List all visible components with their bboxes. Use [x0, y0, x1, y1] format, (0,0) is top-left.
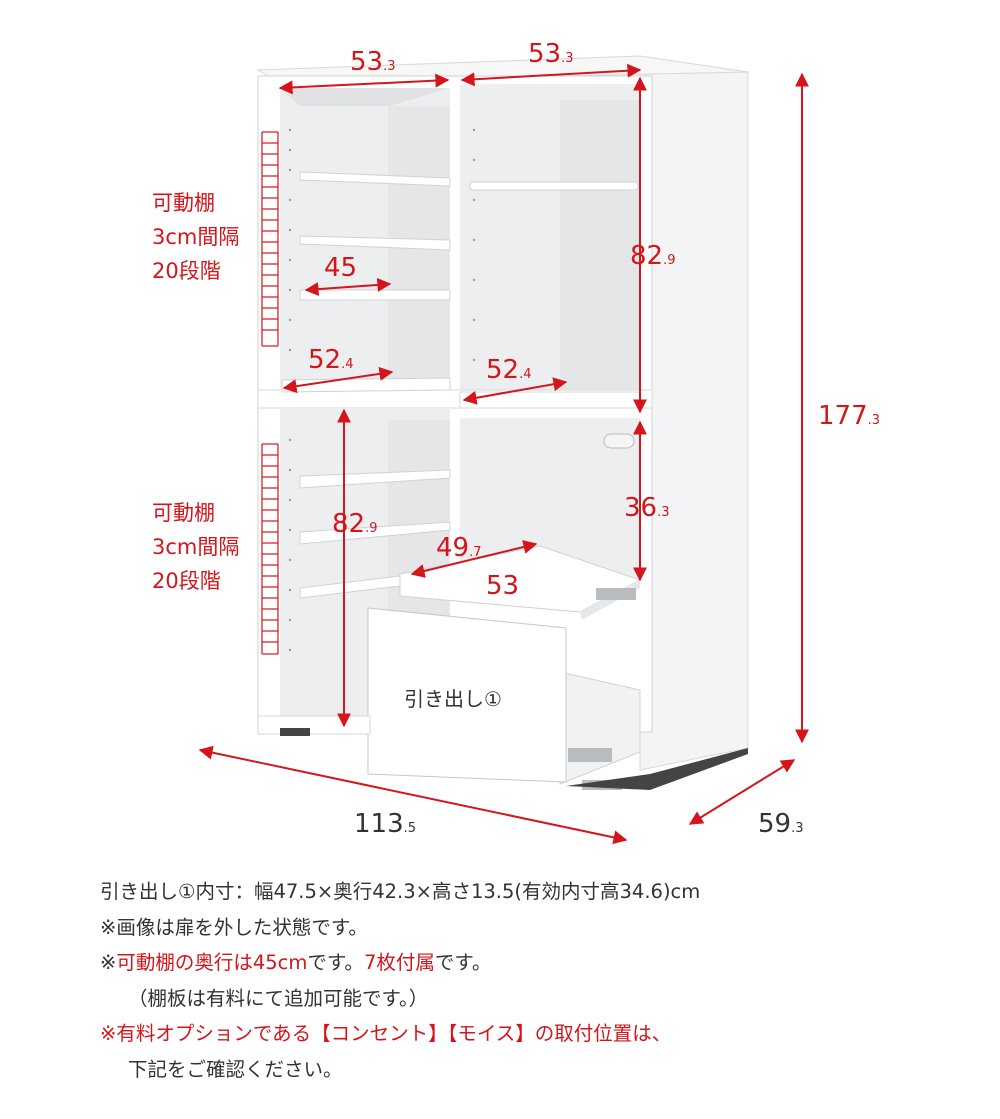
upper-shelf-scale — [261, 131, 279, 347]
shelf-pin-holes — [288, 128, 476, 652]
drawer-label: 引き出し① — [404, 687, 502, 711]
note-shelf-depth: ※可動棚の奥行は45cmです。7枚付属です。 — [100, 951, 492, 974]
dim-lower-left-height: 82.9 — [332, 509, 378, 539]
dim-arrow-top-right — [460, 63, 642, 87]
dim-arrow-upper-left-inner — [282, 366, 394, 394]
lower-shelf-scale — [261, 443, 279, 655]
note-extra-shelves: （棚板は有料にて追加可能です。） — [128, 986, 429, 1010]
note-option-position: ※有料オプションである【コンセント】【モイス】の取付位置は、 — [100, 1022, 672, 1045]
dim-total-depth: 59.3 — [758, 809, 804, 839]
dim-upper-right-inner: 52.4 — [486, 355, 532, 385]
note-see-below: 下記をご確認ください。 — [128, 1057, 343, 1081]
svg-text:可動棚: 可動棚 — [152, 191, 215, 215]
outlet-icon — [603, 433, 635, 449]
dim-slide-depth: 49.7 — [436, 533, 482, 563]
cabinet-illustration — [256, 55, 749, 790]
dim-arrow-total-depth — [688, 759, 796, 825]
lower-shelf-label: 可動棚 3cm間隔 20段階 — [152, 501, 239, 593]
svg-text:20段階: 20段階 — [152, 569, 221, 593]
dim-top-right: 53.3 — [528, 39, 574, 69]
dim-arrow-top-left — [278, 73, 450, 95]
dim-lower-right-height: 36.3 — [624, 493, 670, 523]
note-door-removed: ※画像は扉を外した状態です。 — [100, 915, 368, 939]
hanging-rod — [469, 181, 639, 191]
dim-arrow-upper-right-inner — [462, 377, 568, 405]
dim-total-height: 177.3 — [818, 401, 880, 431]
cabinet-side-panel — [639, 69, 749, 771]
svg-text:可動棚: 可動棚 — [152, 501, 215, 525]
cabinet-dimension-diagram: 53.3 53.3 45 52.4 52.4 82.9 177.3 82.9 3… — [152, 39, 880, 845]
upper-shelf-label: 可動棚 3cm間隔 20段階 — [152, 191, 239, 283]
note-drawer-inner-size: 引き出し①内寸：幅47.5×奥行42.3×高さ13.5(有効内寸高34.6)cm — [100, 880, 701, 903]
dim-upper-left-inner: 52.4 — [308, 345, 354, 375]
dim-arrow-total-width — [198, 745, 628, 845]
dim-arrow-shelf-depth — [304, 277, 392, 297]
svg-text:3cm間隔: 3cm間隔 — [152, 225, 239, 249]
dim-upper-right-height: 82.9 — [630, 241, 676, 271]
notes-block: 引き出し①内寸：幅47.5×奥行42.3×高さ13.5(有効内寸高34.6)cm… — [100, 874, 980, 1087]
svg-text:20段階: 20段階 — [152, 259, 221, 283]
drawer-box — [559, 671, 641, 785]
svg-text:3cm間隔: 3cm間隔 — [152, 535, 239, 559]
dim-total-width: 113.5 — [354, 809, 416, 839]
dim-arrow-slide-depth — [410, 540, 538, 578]
dim-slide-width: 53 — [486, 571, 519, 601]
dim-shelf-depth: 45 — [324, 253, 357, 283]
dim-top-left: 53.3 — [350, 47, 396, 77]
cabinet-base — [257, 715, 371, 735]
